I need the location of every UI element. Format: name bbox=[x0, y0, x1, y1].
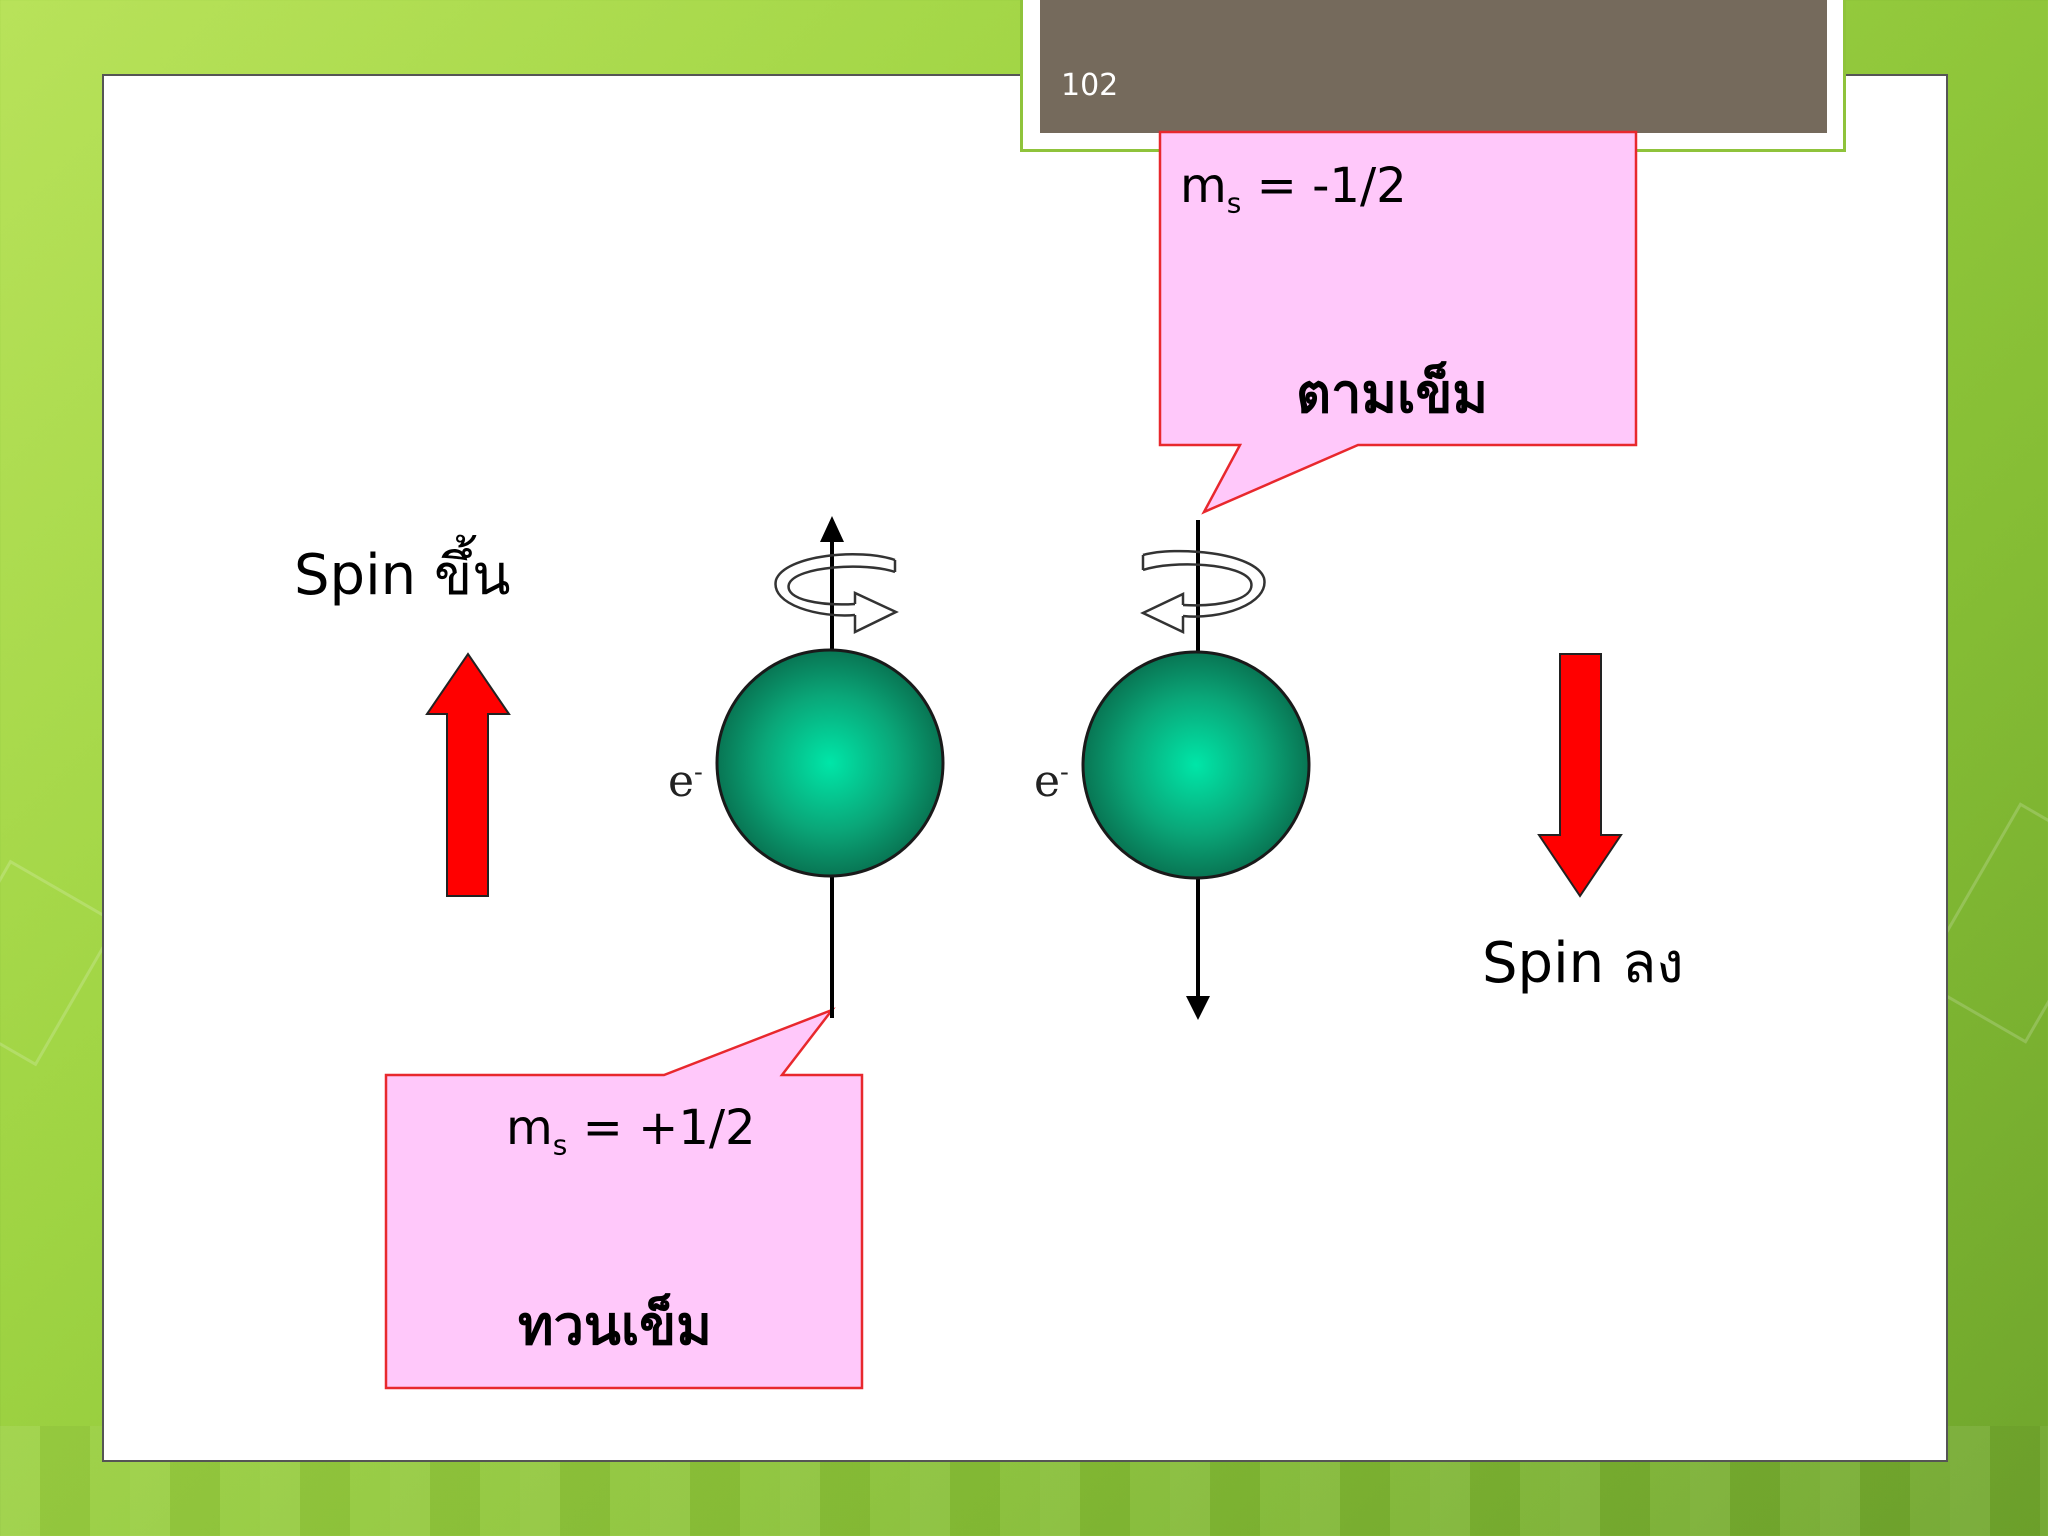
left-rotation-arrow bbox=[774, 553, 899, 635]
spin-up-label: Spin ขึ้น bbox=[294, 543, 511, 608]
ms-symbol: m bbox=[506, 1100, 553, 1156]
electron-symbol: e bbox=[1034, 756, 1061, 807]
spin-down-label: Spin ลง bbox=[1482, 931, 1684, 996]
right-electron-sphere bbox=[1081, 650, 1311, 880]
right-axis-arrowhead bbox=[1186, 996, 1210, 1020]
electron-symbol: e bbox=[668, 756, 695, 807]
spin-up-arrow bbox=[425, 652, 511, 897]
ms-value: = -1/2 bbox=[1241, 158, 1407, 214]
header-bar bbox=[1040, 0, 1827, 133]
ms-minus-half-label: ms = -1/2 bbox=[1180, 158, 1407, 220]
clockwise-label: ตามเข็ม bbox=[1296, 362, 1488, 425]
counterclockwise-label: ทวนเข็ม bbox=[518, 1294, 712, 1357]
left-axis-arrowhead bbox=[820, 516, 844, 542]
electron-charge: - bbox=[1060, 757, 1069, 788]
callout-top-box bbox=[1158, 130, 1638, 515]
ms-symbol: m bbox=[1180, 158, 1227, 214]
ms-subscript: s bbox=[552, 1128, 568, 1162]
electron-charge: - bbox=[694, 757, 703, 788]
spin-down-arrow bbox=[1537, 653, 1623, 898]
right-rotation-arrow bbox=[1140, 549, 1266, 634]
electron-label-right: e- bbox=[1034, 756, 1069, 807]
electron-label-left: e- bbox=[668, 756, 703, 807]
ms-plus-half-label: ms = +1/2 bbox=[506, 1100, 756, 1162]
page-number: 102 bbox=[1061, 68, 1119, 103]
left-electron-sphere bbox=[715, 648, 945, 878]
ms-value: = +1/2 bbox=[567, 1100, 756, 1156]
callout-bottom-box bbox=[384, 1007, 864, 1390]
ms-subscript: s bbox=[1226, 186, 1242, 220]
